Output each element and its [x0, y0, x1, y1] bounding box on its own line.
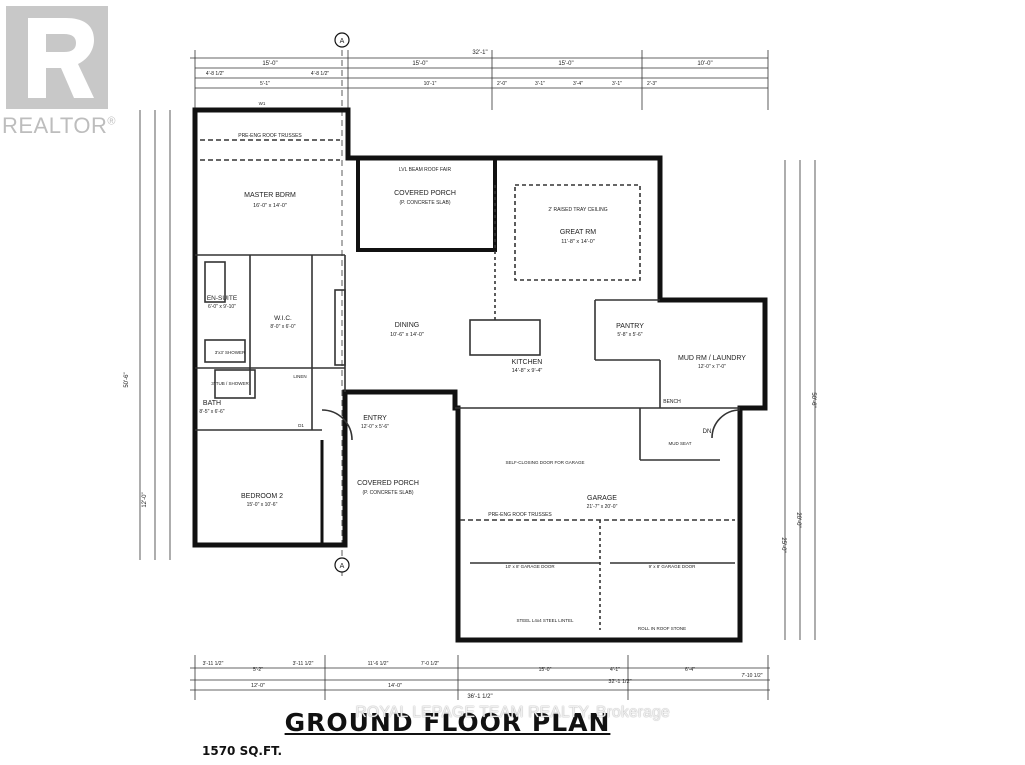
room-label-master-bdrm: MASTER BDRM — [244, 192, 296, 199]
room-size-bedroom-2: 15'-0" x 10'-6" — [247, 502, 278, 508]
section-tag-bottom: A — [340, 563, 345, 570]
dim-top-segment-4: 10'-0" — [697, 61, 712, 67]
plan-title-wrap: GROUND FLOOR PLAN — [0, 708, 1025, 737]
dim-right-garage-width: 25'-0" — [780, 537, 786, 552]
note-linen: LINEN — [293, 374, 306, 379]
plan-title: GROUND FLOOR PLAN — [284, 708, 611, 737]
room-size-garage: 21'-7" x 20'-0" — [587, 504, 618, 510]
dim-top-sub-2: 5'-1" — [260, 81, 270, 87]
dim-bottom-seg-9: 7'-10 1/2" — [741, 673, 762, 679]
dim-bottom-seg-5: 7'-0 1/2" — [421, 661, 440, 667]
dim-top-sub-9: 2'-3" — [647, 81, 657, 87]
plan-area: 1570 SQ.FT. — [202, 744, 283, 758]
section-marker-top: A — [334, 32, 350, 48]
registered-mark: ® — [107, 115, 116, 128]
dim-top-sub-4: 10'-1" — [424, 81, 437, 87]
realtor-logo-wordmark: REALTOR® — [2, 113, 116, 139]
room-label-bath: BATH — [203, 400, 221, 407]
dim-right-garage-depth: 20'-0" — [795, 512, 801, 527]
room-size-master-bdrm: 16'-0" x 14'-0" — [253, 203, 287, 209]
room-label-en-suite: EN-SUITE — [207, 295, 238, 302]
dim-left-bedroom: 12'-0" — [142, 492, 148, 507]
room-size-entry: 12'-0" x 5'-6" — [361, 424, 389, 430]
room-label-covered-porch-rear: COVERED PORCH — [394, 190, 456, 197]
dim-left-overall: 50'-6" — [124, 372, 130, 387]
note-stairs-dn: DN — [703, 429, 712, 435]
room-size-dining: 10'-6" x 14'-0" — [390, 332, 424, 338]
dim-bottom-seg-3: 3'-11 1/2" — [293, 661, 314, 667]
interior-walls — [195, 139, 741, 630]
exterior-walls — [192, 107, 768, 643]
note-self-closing-door: SELF-CLOSING DOOR FOR GARAGE — [505, 460, 584, 465]
note-roof-trusses-rear: PRE-ENG ROOF TRUSSES — [238, 133, 302, 139]
tag-door-d1: D1 — [298, 423, 304, 428]
note-bench: BENCH — [663, 399, 681, 405]
room-size-mud-laundry: 12'-0" x 7'-0" — [698, 364, 726, 370]
room-size-great-rm: 11'-8" x 14'-0" — [561, 239, 594, 245]
dim-top-sub-8: 3'-1" — [612, 81, 622, 87]
dim-bottom-seg-7: 4'-1" — [610, 667, 620, 673]
room-label-pantry: PANTRY — [616, 323, 644, 330]
room-label-mud-laundry: MUD RM / LAUNDRY — [678, 355, 746, 362]
note-lvl-beam: LVL BEAM ROOF FAIR — [399, 167, 452, 173]
room-label-dining: DINING — [395, 322, 420, 329]
dim-bottom-total-2: 14'-0" — [388, 683, 402, 689]
section-marker-bottom: A — [334, 557, 350, 573]
room-label-great-rm: GREAT RM — [560, 229, 596, 236]
note-roll-roof-stone: ROLL IN ROOF STONE — [638, 626, 686, 631]
room-label-garage: GARAGE — [587, 495, 617, 502]
room-label-entry: ENTRY — [363, 415, 387, 422]
note-roof-trusses-garage: PRE-ENG ROOF TRUSSES — [488, 512, 552, 518]
dim-bottom-total-3: 32'-1 1/2" — [608, 679, 631, 685]
room-size-en-suite: 6'-0" x 9'-10" — [208, 304, 236, 310]
dim-bottom-seg-1: 3'-11 1/2" — [203, 661, 224, 667]
room-note-covered-porch-front: (P. CONCRETE SLAB) — [362, 490, 413, 496]
dim-top-sub-6: 3'-1" — [535, 81, 545, 87]
room-label-wic: W.I.C. — [274, 315, 292, 322]
realtor-wordmark-text: REALTOR — [2, 113, 108, 138]
note-garage-door-right: 9' x 8' GARAGE DOOR — [649, 564, 696, 569]
note-tub: 3' TUB / SHOWER — [211, 381, 249, 386]
dim-top-sub-7: 3'-4" — [573, 81, 583, 87]
room-note-covered-porch-rear: (P. CONCRETE SLAB) — [399, 200, 450, 206]
dim-bottom-seg-4: 11'-6 1/2" — [368, 661, 389, 667]
dim-right-overall: 50'-6" — [810, 392, 816, 407]
dimension-lines — [139, 40, 816, 700]
dim-top-segment-3: 15'-0" — [558, 61, 573, 67]
dim-bottom-total-1: 12'-0" — [251, 683, 265, 689]
dim-top-segment-2: 15'-0" — [412, 61, 427, 67]
dim-top-segment-1: 15'-0" — [262, 61, 277, 67]
dim-bottom-seg-2: 5'-2" — [253, 667, 263, 673]
note-tray-ceiling: 2' RAISED TRAY CEILING — [548, 207, 607, 213]
dim-top-sub-3: 4'-8 1/2" — [311, 71, 330, 77]
room-label-covered-porch-front: COVERED PORCH — [357, 480, 419, 487]
room-size-wic: 8'-0" x 6'-0" — [270, 324, 295, 330]
realtor-logo-mark — [6, 6, 108, 109]
room-size-bath: 8'-5" x 6'-6" — [199, 409, 224, 415]
room-label-bedroom-2: BEDROOM 2 — [241, 493, 283, 500]
tag-window-w1: W1 — [259, 101, 266, 106]
dim-overall-top: 32'-1" — [472, 50, 487, 56]
section-tag-top: A — [340, 38, 345, 45]
note-shower: 3'x3' SHOWER — [215, 350, 246, 355]
dim-bottom-seg-8: 6'-4" — [685, 667, 695, 673]
dim-top-sub-5: 2'-0" — [497, 81, 507, 87]
room-size-kitchen: 14'-8" x 9'-4" — [512, 368, 543, 374]
note-mud-seat: MUD SEAT — [669, 441, 692, 446]
dim-top-sub-1: 4'-8 1/2" — [206, 71, 225, 77]
dim-overall-bottom: 36'-1 1/2" — [467, 694, 492, 700]
realtor-r-icon — [6, 6, 108, 109]
note-garage-door-left: 10' x 8' GARAGE DOOR — [505, 564, 555, 569]
room-label-kitchen: KITCHEN — [512, 359, 543, 366]
room-size-pantry: 5'-8" x 5'-6" — [617, 332, 642, 338]
dim-bottom-seg-6: 15'-0" — [539, 667, 552, 673]
note-steel-lintel: STEEL L4x4 STEEL LINTEL — [517, 618, 574, 623]
